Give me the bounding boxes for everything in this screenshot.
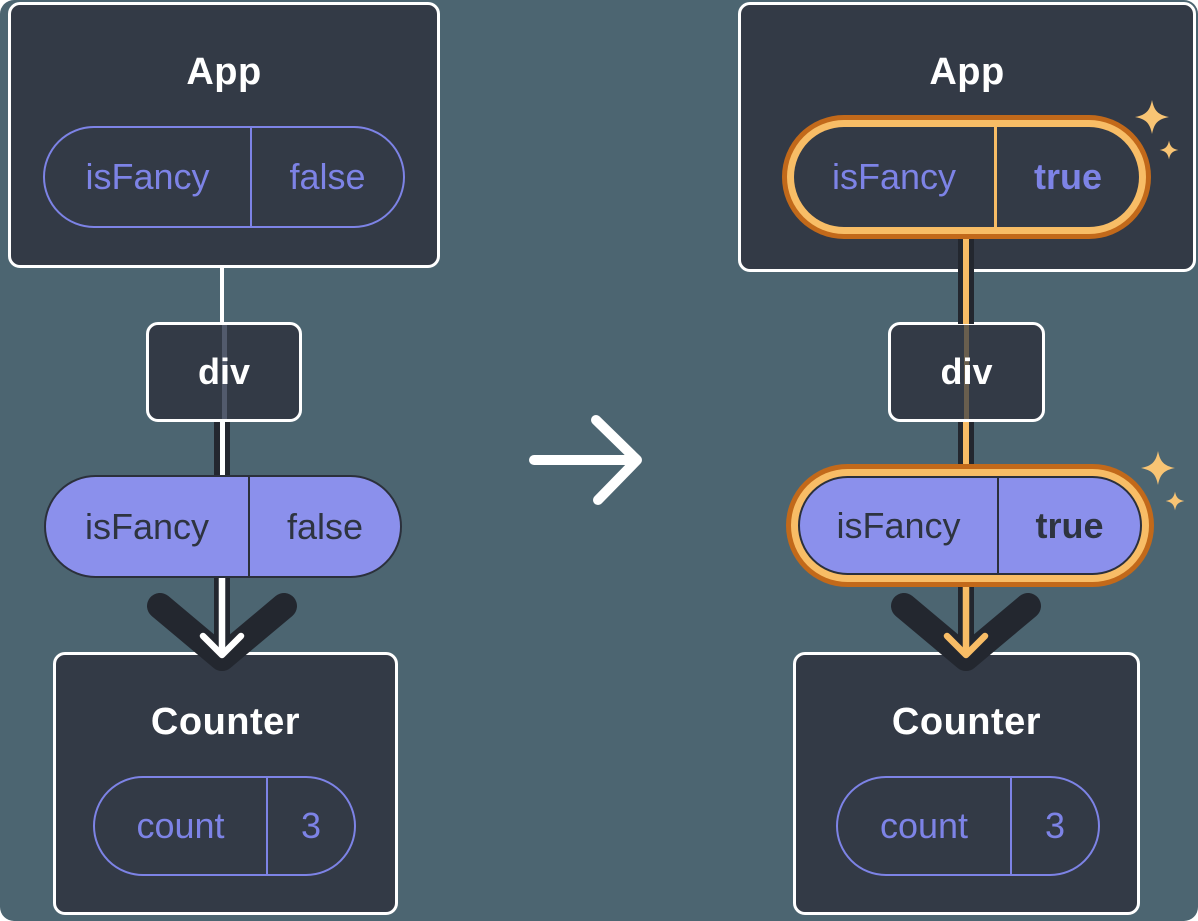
connector-ghost-line	[221, 325, 227, 419]
counter-node: Counter count 3	[53, 652, 398, 915]
state-pill: isFancy false	[43, 126, 405, 228]
prop-pill-highlight-ring: isFancy true	[786, 464, 1154, 587]
counter-state-value: 3	[266, 778, 354, 874]
div-label: div	[197, 351, 250, 392]
prop-pill-name: isFancy	[836, 504, 961, 546]
state-pill-name: isFancy	[831, 156, 957, 197]
sparkles-icon	[1141, 451, 1185, 511]
prop-pill: isFancy false	[44, 475, 402, 578]
flow-arrow-icon	[147, 564, 297, 671]
prop-pill-value: false	[248, 477, 400, 576]
prop-pill-value: true	[997, 478, 1140, 573]
state-pill-value: false	[250, 128, 403, 226]
counter-node: Counter count 3	[793, 652, 1140, 915]
prop-pill-name: isFancy	[84, 505, 210, 547]
connector-app-div	[958, 236, 974, 324]
app-title: App	[186, 51, 262, 93]
counter-state-value: 3	[1010, 778, 1098, 874]
state-pill: isFancy true	[794, 127, 1139, 227]
sparkles-icon	[1135, 100, 1179, 160]
app-node: App isFancy false	[8, 2, 440, 268]
div-node: div	[888, 322, 1045, 422]
app-title: App	[929, 51, 1005, 93]
counter-title: Counter	[891, 701, 1042, 743]
transition-arrow-icon	[529, 415, 642, 505]
connector-core	[963, 236, 969, 324]
prop-pill-highlight-inner-ring: isFancy true	[791, 469, 1149, 582]
state-pill-value: true	[994, 127, 1139, 227]
state-pill-highlight-ring: isFancy true	[782, 115, 1151, 239]
counter-state-pill: count 3	[836, 776, 1100, 876]
counter-state-name: count	[136, 805, 225, 846]
counter-state-name: count	[879, 805, 969, 846]
connector-ghost-line	[964, 325, 969, 419]
div-label: div	[940, 351, 993, 392]
div-node: div	[146, 322, 302, 422]
counter-title: Counter	[150, 701, 301, 743]
state-pill-highlight-inner-ring: isFancy true	[787, 120, 1146, 234]
prop-pill: isFancy true	[798, 476, 1142, 575]
connector-app-div	[220, 266, 224, 324]
counter-state-pill: count 3	[93, 776, 356, 876]
state-pill-name: isFancy	[85, 156, 210, 197]
